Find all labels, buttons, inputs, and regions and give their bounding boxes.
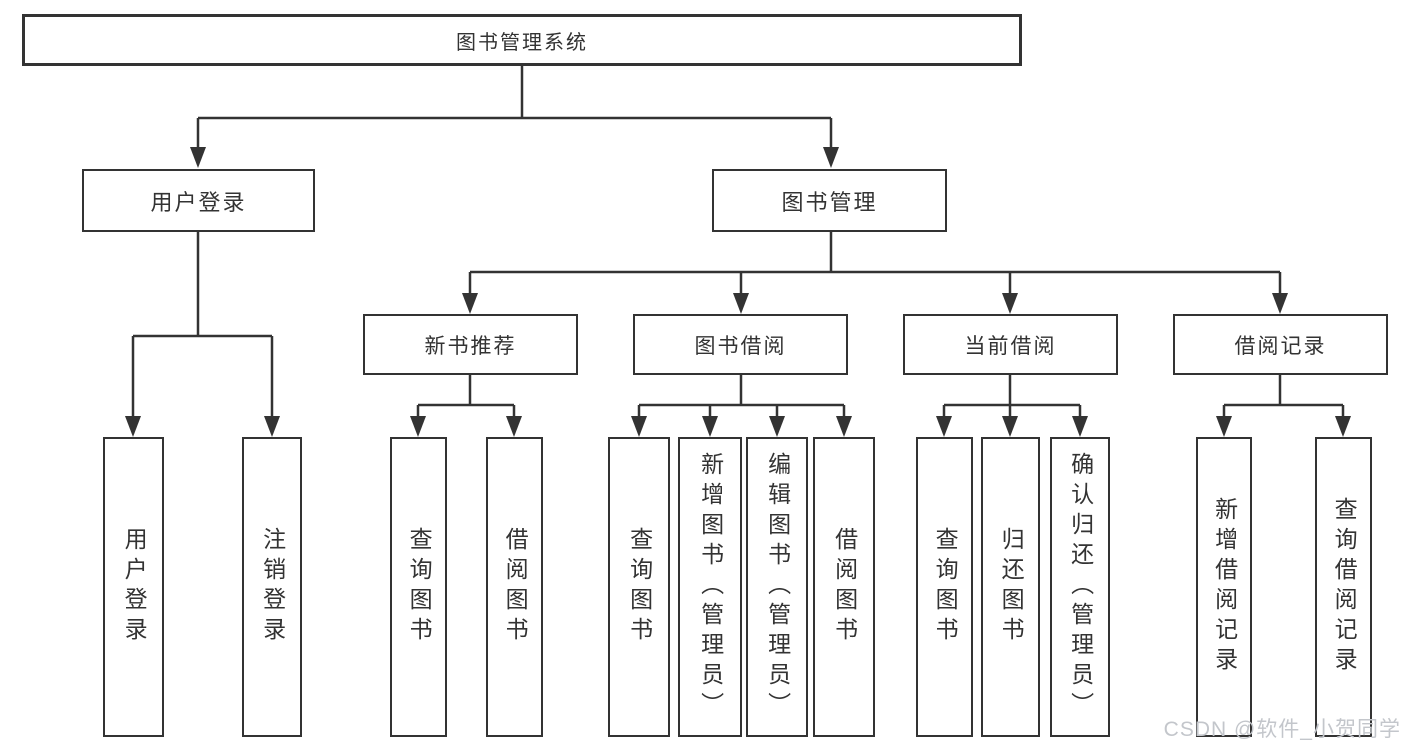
leaf-br-add-record-label: 新增借阅记录 [1211,497,1238,677]
leaf-cb-confirm-return: 确认归还（管理员） [1050,437,1110,737]
leaf-bb-borrow-book-label: 借阅图书 [831,527,858,647]
node-book-borrowing: 图书借阅 [633,314,848,375]
node-library-system-label: 图书管理系统 [456,31,588,54]
leaf-br-query-record: 查询借阅记录 [1315,437,1372,737]
leaf-bb-query-book: 查询图书 [608,437,670,737]
leaf-logout: 注销登录 [242,437,302,737]
node-borrow-records-label: 借阅记录 [1234,334,1327,358]
leaf-br-query-record-label: 查询借阅记录 [1331,497,1358,677]
node-borrow-records: 借阅记录 [1173,314,1388,375]
leaf-bb-add-book: 新增图书（管理员） [678,437,742,737]
leaf-cb-query-book: 查询图书 [916,437,973,737]
node-user-login: 用户登录 [82,169,315,232]
leaf-cb-query-book-label: 查询图书 [932,527,959,647]
node-book-borrowing-label: 图书借阅 [694,334,787,358]
leaf-nbr-borrow-book-label: 借阅图书 [502,527,529,647]
node-book-management: 图书管理 [712,169,947,232]
leaf-user-login: 用户登录 [103,437,164,737]
leaf-bb-edit-book-label: 编辑图书（管理员） [764,452,791,722]
leaf-br-add-record: 新增借阅记录 [1196,437,1252,737]
leaf-cb-return-book-label: 归还图书 [998,527,1025,647]
leaf-bb-borrow-book: 借阅图书 [813,437,875,737]
leaf-user-login-label: 用户登录 [121,527,148,647]
node-new-book-recommend: 新书推荐 [363,314,578,375]
leaf-bb-query-book-label: 查询图书 [626,527,653,647]
node-book-management-label: 图书管理 [781,189,878,215]
leaf-cb-confirm-return-label: 确认归还（管理员） [1067,452,1094,722]
leaf-nbr-query-book-label: 查询图书 [406,527,433,647]
node-user-login-label: 用户登录 [150,189,247,215]
leaf-bb-edit-book: 编辑图书（管理员） [746,437,808,737]
csdn-watermark: CSDN @软件_小贺同学 [1163,718,1401,741]
node-library-system: 图书管理系统 [22,14,1022,66]
node-current-borrowing-label: 当前借阅 [964,334,1057,358]
leaf-nbr-borrow-book: 借阅图书 [486,437,543,737]
node-new-book-recommend-label: 新书推荐 [424,334,517,358]
leaf-cb-return-book: 归还图书 [981,437,1040,737]
leaf-nbr-query-book: 查询图书 [390,437,447,737]
node-current-borrowing: 当前借阅 [903,314,1118,375]
leaf-logout-label: 注销登录 [259,527,286,647]
leaf-bb-add-book-label: 新增图书（管理员） [697,452,724,722]
